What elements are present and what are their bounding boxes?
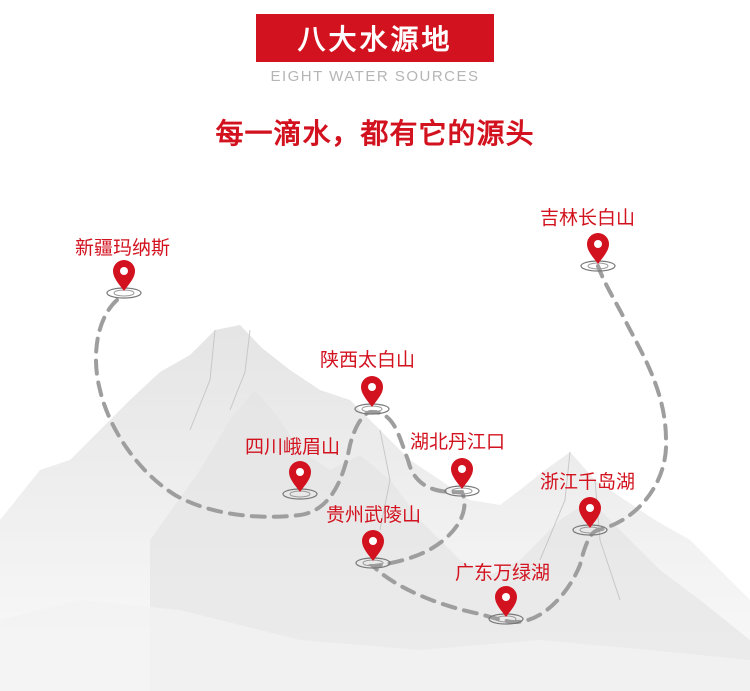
pin-xinjiang-icon[interactable] [106, 259, 142, 299]
pin-shaanxi-icon[interactable] [354, 375, 390, 415]
location-label-guizhou: 贵州武陵山 [326, 504, 422, 526]
location-label-jilin: 吉林长白山 [540, 207, 636, 229]
title-banner: 八大水源地 [256, 14, 494, 62]
location-label-hubei: 湖北丹江口 [410, 431, 506, 453]
location-label-shaanxi: 陕西太白山 [320, 349, 416, 371]
location-label-sichuan: 四川峨眉山 [245, 436, 341, 458]
location-label-guangdong: 广东万绿湖 [455, 562, 551, 584]
page-title: 八大水源地 [297, 23, 453, 56]
page-subtitle: EIGHT WATER SOURCES [270, 68, 480, 85]
location-label-zhejiang: 浙江千岛湖 [540, 471, 636, 493]
route-path [94, 264, 669, 625]
slogan: 每一滴水，都有它的源头 [215, 117, 535, 150]
location-label-xinjiang: 新疆玛纳斯 [75, 237, 171, 259]
